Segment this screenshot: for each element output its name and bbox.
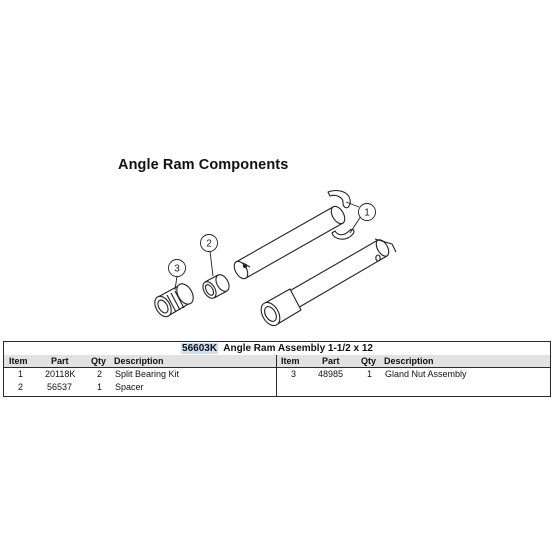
assembly-header: 56603K Angle Ram Assembly 1-1/2 x 12 <box>4 342 550 356</box>
column-header-row <box>4 355 550 367</box>
col-header-part: Part <box>51 356 69 366</box>
row-item: 1 <box>18 369 24 379</box>
row-part: 20118K <box>45 369 76 379</box>
callout-2-label: 2 <box>206 239 212 250</box>
spacer-part <box>202 274 230 299</box>
row-part: 56537 <box>47 382 73 392</box>
col-header-qty: Qty <box>361 356 377 366</box>
col-header-part: Part <box>322 356 340 366</box>
parts-table: 56603K Angle Ram Assembly 1-1/2 x 12 Ite… <box>3 341 551 397</box>
col-header-description: Description <box>384 356 434 366</box>
split-bearing-clips <box>327 189 355 240</box>
gland-nut-part <box>154 283 194 318</box>
row-item: 3 <box>291 369 297 379</box>
row-description: Gland Nut Assembly <box>385 369 467 379</box>
column-divider <box>276 355 277 396</box>
row-item: 2 <box>18 382 24 392</box>
col-header-item: Item <box>9 356 28 366</box>
row-qty: 2 <box>97 369 103 379</box>
cylinder-barrel <box>260 238 397 327</box>
piston-rod <box>233 205 346 280</box>
row-description: Spacer <box>115 382 144 392</box>
assembly-number: 56603K <box>181 343 219 354</box>
col-header-qty: Qty <box>91 356 107 366</box>
row-description: Split Bearing Kit <box>115 369 180 379</box>
callout-1-label: 1 <box>364 208 370 219</box>
callout-2: 2 <box>200 234 218 252</box>
assembly-name: Angle Ram Assembly 1-1/2 x 12 <box>223 343 373 354</box>
callout-1: 1 <box>358 203 376 221</box>
section-title: Angle Ram Components <box>118 157 289 173</box>
header-divider <box>4 367 550 368</box>
row-qty: 1 <box>97 382 103 392</box>
callout-3-label: 3 <box>174 264 180 275</box>
callout-3: 3 <box>168 259 186 277</box>
col-header-description: Description <box>114 356 164 366</box>
row-qty: 1 <box>367 369 373 379</box>
callout-leaders <box>174 201 362 291</box>
row-part: 48985 <box>318 369 344 379</box>
col-header-item: Item <box>281 356 300 366</box>
